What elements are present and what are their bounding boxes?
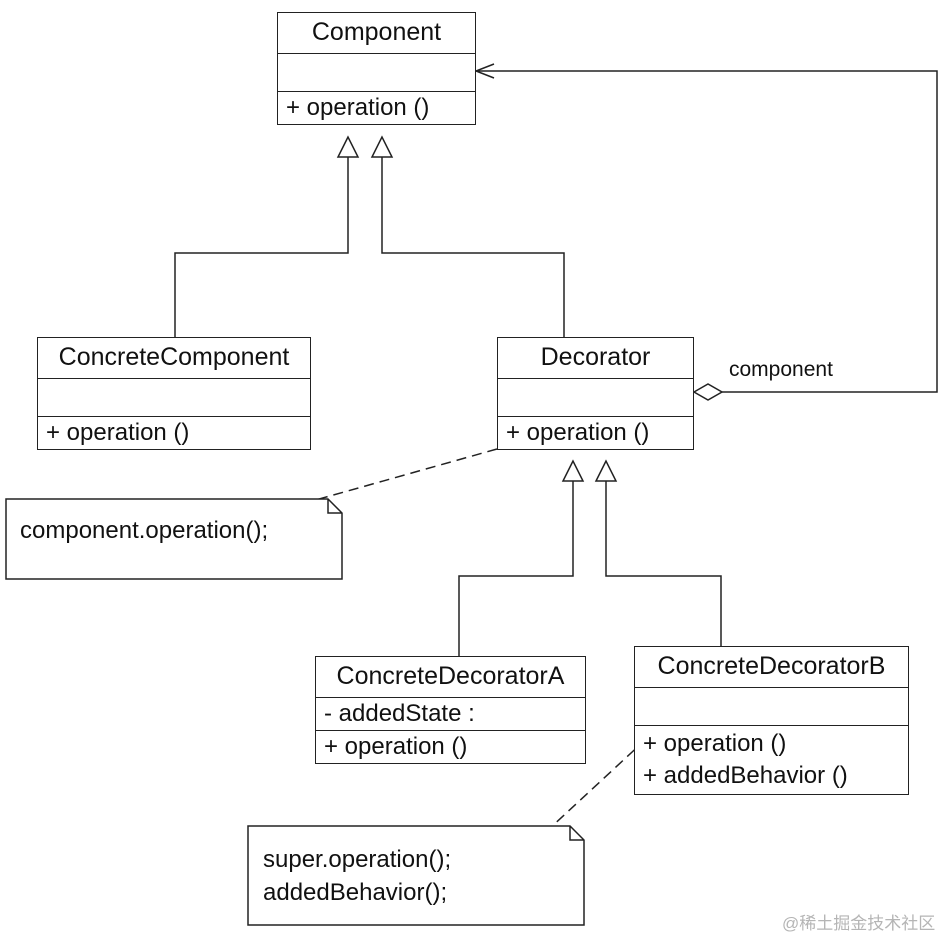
operations-section: + operation () xyxy=(316,730,585,763)
note-line: component.operation(); xyxy=(20,517,269,544)
class-name: Decorator xyxy=(540,343,651,371)
class-component: Component + operation () xyxy=(277,12,476,125)
class-name: ConcreteDecoratorA xyxy=(336,662,565,690)
aggregation-diamond xyxy=(692,383,724,401)
class-concretedecoratorb: ConcreteDecoratorB + operation () + adde… xyxy=(634,646,909,795)
generalization-decorator xyxy=(381,157,565,338)
note-decorator-b: super.operation(); addedBehavior(); xyxy=(263,843,451,909)
generalization-concretedecoratorb xyxy=(605,481,722,647)
class-name: Component xyxy=(311,18,442,46)
class-name: ConcreteComponent xyxy=(58,343,290,371)
aggregation-arrowhead xyxy=(473,63,495,79)
note-shape-decorator xyxy=(5,498,343,580)
operation: + operation () xyxy=(286,94,430,121)
operation: + operation () xyxy=(506,419,650,446)
generalization-concretedecoratora xyxy=(458,481,574,657)
note-decorator: component.operation(); xyxy=(20,514,268,547)
operation: + operation () xyxy=(643,730,787,757)
operations-section: + operation () + addedBehavior () xyxy=(635,725,908,794)
operation: + operation () xyxy=(46,419,190,446)
note-line: super.operation(); xyxy=(263,846,452,873)
generalization-concretecomponent xyxy=(174,157,349,338)
generalization-arrowhead xyxy=(336,135,360,158)
generalization-arrowhead xyxy=(594,459,618,482)
attributes-section xyxy=(278,53,475,91)
class-name: ConcreteDecoratorB xyxy=(657,652,886,680)
generalization-arrowhead xyxy=(370,135,394,158)
attribute: - addedState : xyxy=(324,700,475,727)
watermark: @稀土掘金技术社区 xyxy=(782,914,936,933)
class-concretedecoratora: ConcreteDecoratorA - addedState : + oper… xyxy=(315,656,586,764)
class-decorator: Decorator + operation () xyxy=(497,337,694,450)
note-line: addedBehavior(); xyxy=(263,879,448,906)
attributes-section xyxy=(635,687,908,725)
note-anchor-decorator xyxy=(311,448,498,502)
operations-section: + operation () xyxy=(278,91,475,124)
operation: + operation () xyxy=(324,733,468,760)
generalization-arrowhead xyxy=(561,459,585,482)
note-shape-decorator-b xyxy=(247,825,585,926)
aggregation-component-line xyxy=(476,70,938,393)
association-label: component xyxy=(729,358,833,381)
attributes-section: - addedState : xyxy=(316,697,585,730)
operation: + addedBehavior () xyxy=(643,762,848,789)
attributes-section xyxy=(38,378,310,416)
attributes-section xyxy=(498,378,693,416)
class-concretecomponent: ConcreteComponent + operation () xyxy=(37,337,311,450)
operations-section: + operation () xyxy=(38,416,310,449)
operations-section: + operation () xyxy=(498,416,693,449)
